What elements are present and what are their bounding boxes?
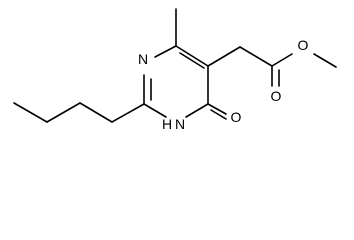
bond-ch2-ester-c (239, 46, 273, 67)
bond-n1-c2 (143, 103, 167, 118)
bond-ester-c-ether-o (271, 53, 293, 67)
atom-label-n1-h: H (162, 116, 172, 132)
bond-c5-ch2 (207, 46, 241, 67)
pyrimidinone-ring (143, 45, 209, 118)
bond-c6-o-inner (210, 109, 227, 120)
butyl-chain (13, 102, 145, 123)
bond-c4-n3 (154, 45, 177, 58)
bond-ether-o-methyl (313, 53, 337, 68)
atom-label-n3: N (138, 51, 148, 67)
bond-c4-c5-inner (179, 52, 205, 69)
bond-c6-o (207, 103, 227, 115)
bond-butyl-3 (46, 102, 81, 123)
atom-label-ester-ether-o: O (298, 37, 309, 53)
bond-butyl-4 (13, 102, 48, 123)
ring-carbonyl (207, 103, 227, 120)
atom-label-ketone-o: O (231, 109, 242, 125)
methyl-acetate-chain (207, 46, 337, 87)
bond-butyl-2 (79, 102, 113, 123)
chemical-structure-diagram: N H N O O O (13, 8, 337, 132)
atom-label-ester-carbonyl-o: O (271, 88, 282, 104)
bond-c6-n1 (185, 103, 209, 118)
bond-c4-c5 (175, 45, 209, 67)
bond-butyl-1 (111, 103, 145, 123)
atom-label-n1: N (175, 116, 185, 132)
